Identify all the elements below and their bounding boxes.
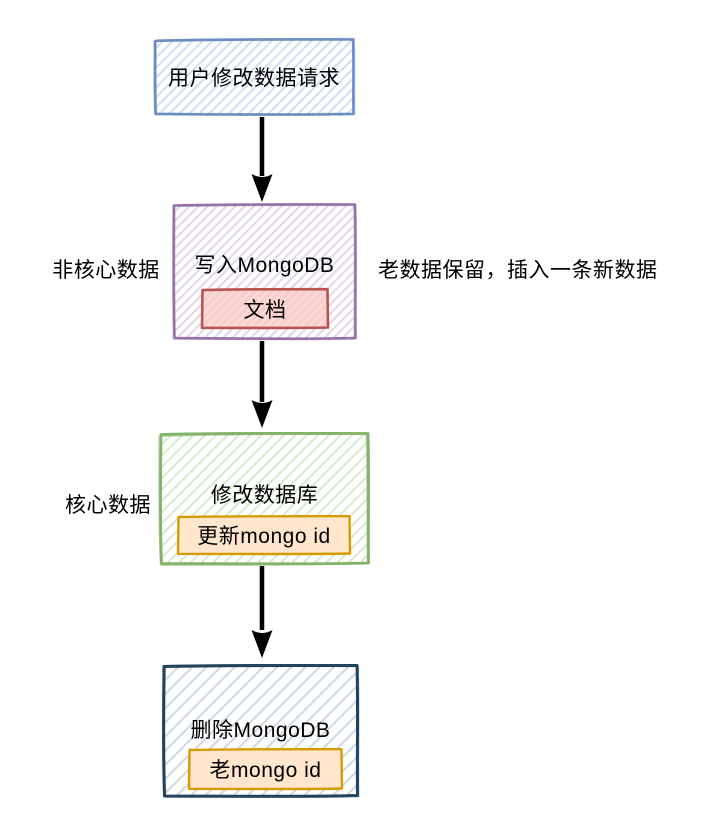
flow-arrow-1 [251,117,273,202]
node-label: 修改数据库 [210,484,319,507]
node-badge-update-mongo-id-box [176,514,352,556]
badge-label: 文档 [243,298,287,322]
node-write-mongodb: 写入MongoDB 文档 [171,202,358,341]
badge-label: 更新mongo id [197,525,331,548]
node-label: 删除MongoDB [190,719,331,742]
flow-arrow-3 [251,566,273,658]
node-delete-mongodb: 删除MongoDB 老mongo id [161,663,360,799]
node-badge-document-box [200,287,330,330]
node-label: 用户修改数据请求 [168,67,340,90]
node-user-request: 用户修改数据请求 [152,37,356,117]
annotation-old-data-note: 老数据保留，插入一条新数据 [378,259,658,282]
node-user-request-box [153,37,356,116]
node-update-database: 修改数据库 更新mongo id [158,431,371,567]
node-badge-old-mongo-id: 老mongo id [187,747,344,791]
node-badge-old-mongo-id-box [187,747,344,791]
annotation-core-data: 核心数据 [65,494,151,517]
annotation-non-core-data: 非核心数据 [52,259,160,282]
badge-label: 老mongo id [209,759,322,782]
node-badge-document: 文档 [200,287,330,330]
node-label: 写入MongoDB [194,254,335,277]
flow-arrow-2 [251,341,273,428]
node-badge-update-mongo-id: 更新mongo id [176,514,352,556]
